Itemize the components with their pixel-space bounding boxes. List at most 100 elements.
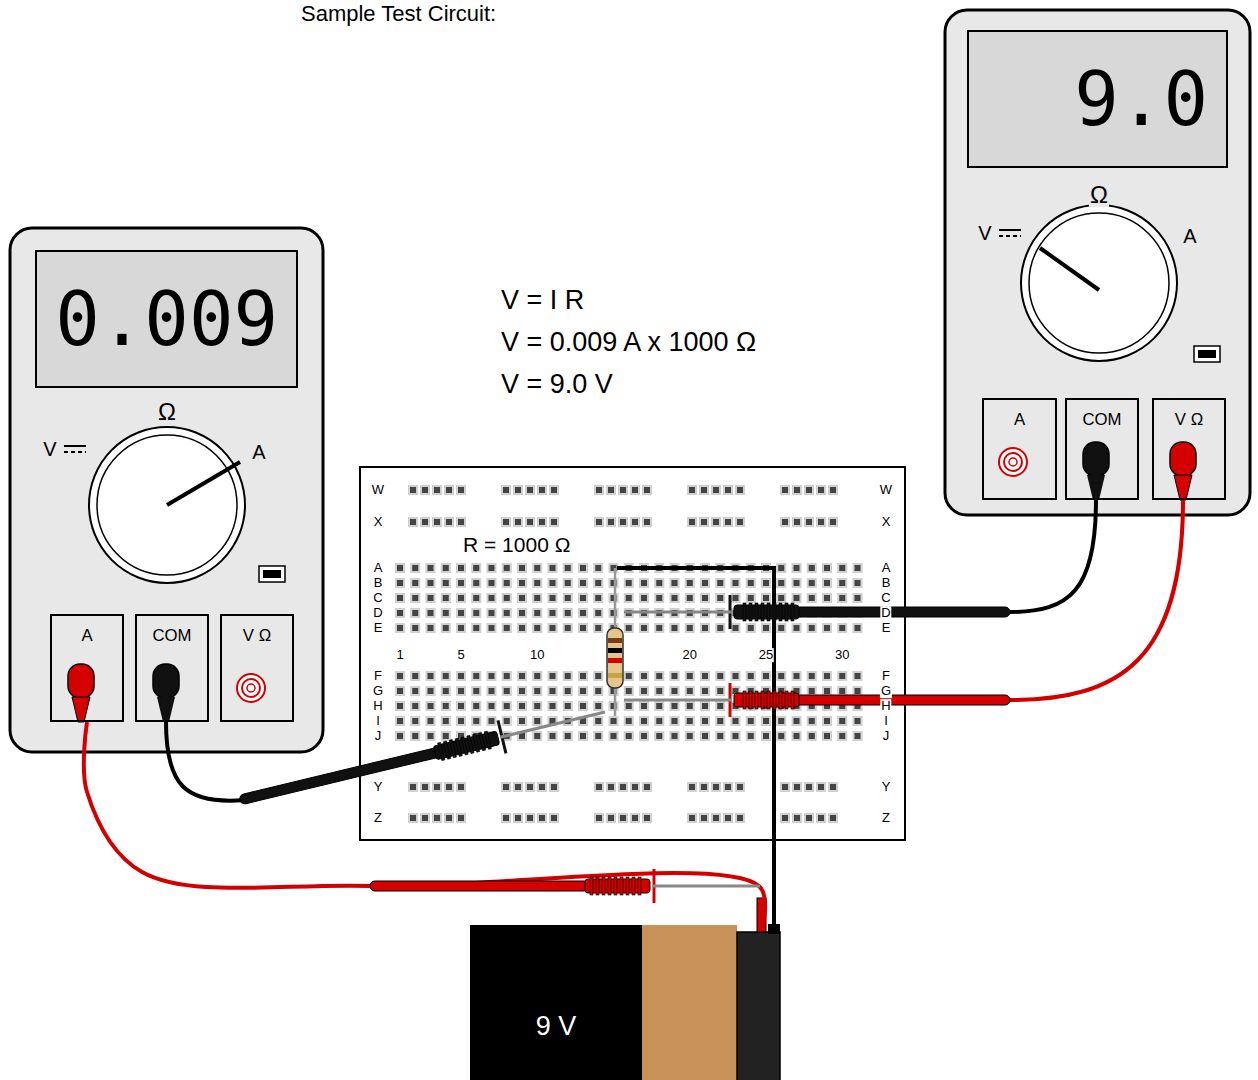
hole-pad [731,731,741,741]
hole [434,519,440,525]
hole [611,718,617,724]
hole [855,733,861,739]
hole-pad [715,578,725,588]
equation: V = I R [500,286,585,314]
hole-pad [410,608,420,618]
dial-label: A [251,442,266,463]
hole [608,519,614,525]
hole [595,625,601,631]
hole [489,580,495,586]
probe-ridge [773,603,776,621]
hole [626,718,632,724]
hole [778,580,784,586]
red-test-lead [1010,500,1183,700]
hole [397,733,403,739]
breadboard-holes [395,485,863,823]
hole-pad [594,517,604,527]
hole-pad [395,593,405,603]
hole [641,580,647,586]
hole-pad [761,731,771,741]
hole [515,784,521,790]
hole-pad [700,578,710,588]
input-jack: A [50,614,124,722]
hole-pad [624,578,634,588]
hole-pad [471,578,481,588]
hole [608,487,614,493]
hole-pad [563,686,573,696]
hole [809,580,815,586]
hole-pad [685,716,695,726]
hole [794,815,800,821]
hole [434,487,440,493]
hole [809,565,815,571]
hole-pad [723,517,733,527]
probe-ridge [596,877,599,895]
hole [778,733,784,739]
hole-pad [444,517,454,527]
hole [656,718,662,724]
hole-pad [761,593,771,603]
hole [794,519,800,525]
hole [794,487,800,493]
hole-pad [853,716,863,726]
hole-pad [609,701,619,711]
hole [443,580,449,586]
hole-pad [687,517,697,527]
hole [428,718,434,724]
hole-pad [532,593,542,603]
hole [806,487,812,493]
hole [503,519,509,525]
resistor-band [608,658,622,663]
hole-pad [517,701,527,711]
hole-pad [441,716,451,726]
hole [824,625,830,631]
row-letter: Y [881,780,892,794]
hole [443,703,449,709]
hole-pad [780,517,790,527]
hole [504,703,510,709]
hole-pad [828,813,838,823]
hole-pad [432,485,442,495]
probe-ridge [755,691,758,709]
hole-pad [792,671,802,681]
hole-pad [792,578,802,588]
hole-pad [441,686,451,696]
jack-label: V Ω [1154,410,1224,430]
hole-pad [715,686,725,696]
hole [428,703,434,709]
dc-symbol [64,451,86,453]
hole-pad [670,623,680,633]
hole [733,733,739,739]
hole [527,519,533,525]
hole [632,815,638,821]
hole [473,703,479,709]
hole [702,718,708,724]
probe-ridge [785,691,788,709]
hole [626,703,632,709]
hole [550,565,556,571]
hole-pad [699,782,709,792]
black-test-lead [166,722,245,801]
hole-pad [410,731,420,741]
component-value: R = 1000 Ω [462,534,571,556]
probe-tip [624,699,732,702]
hole [782,815,788,821]
probe-ridge [638,877,641,895]
hole-pad [532,578,542,588]
hole-pad [532,716,542,726]
hole [489,610,495,616]
hole-pad [487,623,497,633]
hole [397,580,403,586]
hole [519,688,525,694]
hole-pad [609,593,619,603]
hole-pad [513,782,523,792]
hole-pad [654,686,664,696]
hole-pad [761,578,771,588]
probe-ridge [743,691,746,709]
jack-label: A [52,626,122,646]
hole [763,625,769,631]
hole-pad [502,608,512,618]
hole-pad [828,782,838,792]
hole [809,673,815,679]
row-letter: B [881,576,892,590]
